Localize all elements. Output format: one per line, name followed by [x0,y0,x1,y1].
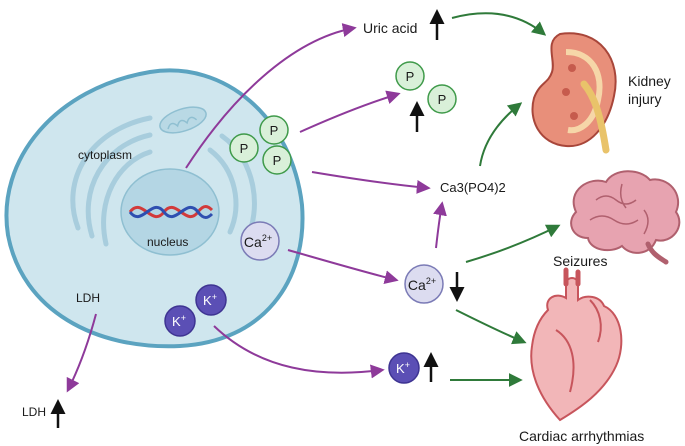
dna-icon [128,205,214,219]
cardiac-arrhythmias-label: Cardiac arrhythmias [519,428,644,444]
arrow-uric-to-kidney [451,12,547,36]
svg-text:Ca2+: Ca2+ [408,276,436,293]
cytoplasm-label: cytoplasm [78,148,132,162]
svg-text:Ca2+: Ca2+ [244,233,272,250]
phosphate-ion: P [229,133,259,163]
svg-text:P: P [406,69,415,84]
arrow-to-uric-acid [185,23,357,169]
arrow-ca-to-seizures [465,224,561,263]
kidney-injury-label: Kidney injury [628,73,675,107]
phosphate-ion: P [395,61,425,91]
arrow-ca-to-ca3po4 [433,201,447,249]
phosphate-ion: P [259,115,289,145]
svg-text:K+: K+ [396,360,410,376]
svg-text:P: P [273,153,282,168]
svg-text:P: P [270,123,279,138]
brain-icon [570,170,681,265]
uric-acid-label: Uric acid [363,20,417,36]
ldh-outside-label: LDH [22,405,46,419]
arrow-ca-to-heart [455,309,527,345]
phosphate-ion: P [262,145,292,175]
arrow-to-ldh [66,313,97,393]
arrow-ca3po4-to-kidney [479,102,523,167]
svg-text:P: P [240,141,249,156]
nucleus-label: nucleus [147,235,188,249]
nucleus [120,168,220,256]
ldh-serum: LDH [22,399,66,428]
kidney-icon [531,32,617,154]
phosphate-cluster-serum: P P [395,61,457,132]
potassium-serum: K+ [388,352,439,384]
phosphate-cluster-cell: P P P [229,115,292,175]
calcium-ion-cell: Ca2+ [240,221,280,261]
heart-icon [530,267,623,422]
calcium-serum: Ca2+ [404,264,465,304]
ca3po4-label: Ca3(PO4)2 [440,180,506,195]
phosphate-ion: P [427,84,457,114]
arrow-to-ca3po4 [311,171,431,194]
arrow-to-potassium [213,325,385,379]
outcome-arrows [450,12,561,387]
potassium-ion: K+ [195,284,227,316]
svg-text:K+: K+ [172,313,186,329]
svg-text:P: P [438,92,447,107]
seizures-label: Seizures [553,253,607,269]
svg-text:K+: K+ [203,292,217,308]
potassium-ion: K+ [164,305,196,337]
mitochondrion-icon [159,106,207,134]
potassium-ions-cell: K+ K+ [164,284,227,337]
arrow-to-calcium [287,249,399,285]
cell: cytoplasm nucleus LDH [4,68,305,349]
uric-acid: Uric acid [363,9,445,40]
arrow-to-phosphate [299,90,401,133]
ldh-inside-label: LDH [76,291,100,305]
release-arrows [66,23,447,393]
